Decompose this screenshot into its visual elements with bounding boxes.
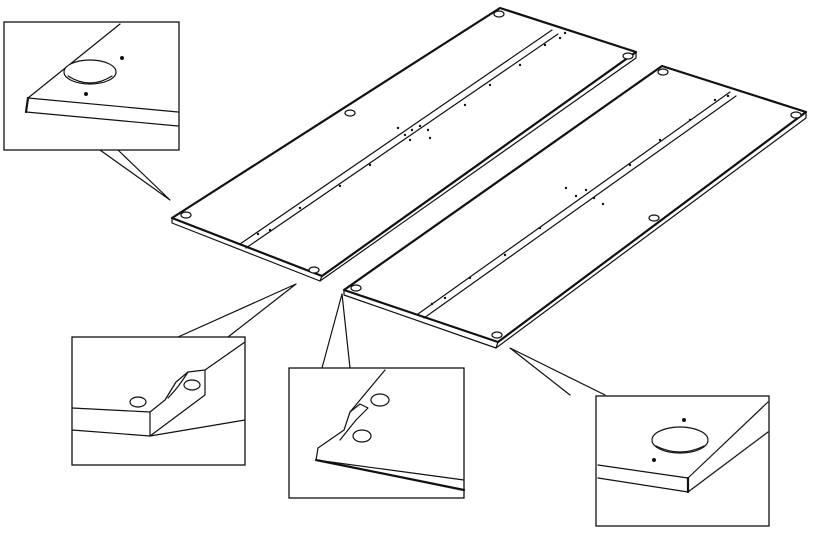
callout-top-left xyxy=(3,21,180,201)
corner-cam-holes xyxy=(180,10,634,274)
right-panel-cam-holes xyxy=(350,68,802,339)
right-panel xyxy=(342,64,808,349)
right-panel-drill-points xyxy=(430,94,730,306)
left-panel-drill-points xyxy=(256,31,567,236)
left-panel xyxy=(170,6,638,282)
callout-notched-corner xyxy=(71,283,297,466)
callout-stepped-corner xyxy=(288,293,466,499)
callout-bottom-right xyxy=(509,347,770,527)
